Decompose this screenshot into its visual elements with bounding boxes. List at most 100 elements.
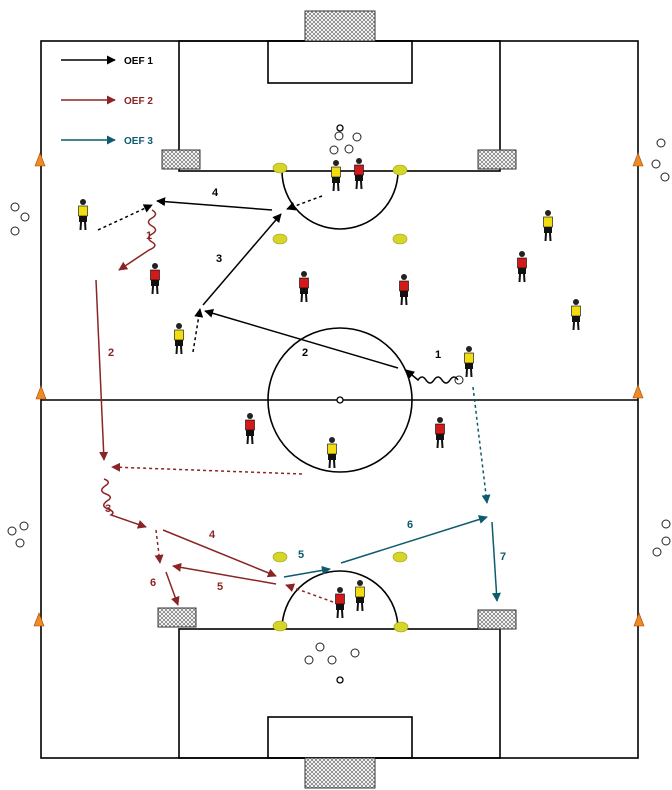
player-red	[517, 251, 527, 283]
player-red	[245, 413, 255, 445]
oef2-step-label: 1	[146, 230, 152, 242]
cone	[35, 385, 47, 400]
marker-disc	[272, 620, 288, 632]
oef2-run-6-dashed	[154, 529, 164, 564]
oef1-dribble	[405, 369, 459, 384]
player-red	[399, 274, 409, 306]
ball-icon	[656, 138, 666, 148]
ball-icon	[19, 521, 29, 531]
marker-disc	[393, 621, 409, 633]
legend-label-oef3: OEF 3	[124, 136, 153, 147]
oef1-run-top-dashed	[286, 195, 323, 211]
oef2-shot-6	[165, 571, 180, 606]
oef3-run-dashed	[472, 386, 491, 504]
ball-icon	[661, 536, 671, 546]
center-circle	[267, 327, 413, 473]
bottom-goal-area	[267, 716, 413, 759]
marker-disc	[392, 233, 408, 245]
marker-disc	[272, 551, 288, 563]
cone	[632, 152, 644, 167]
mini-goal-bottom-left	[157, 607, 197, 628]
oef3-step-label: 5	[298, 549, 304, 561]
marker-disc	[392, 551, 408, 563]
ball-icon	[661, 519, 671, 529]
player-red	[354, 158, 364, 190]
cone	[33, 612, 45, 627]
ball-icon	[7, 526, 17, 536]
ball-icon	[334, 131, 344, 141]
top-main-goal	[304, 10, 376, 42]
oef2-step-label: 2	[108, 347, 114, 359]
oef1-run-dashed	[192, 308, 204, 353]
cone	[633, 612, 645, 627]
oef1-step-label: 2	[302, 347, 308, 359]
marker-disc	[392, 164, 408, 176]
cone	[632, 384, 644, 399]
oef1-step-label: 3	[216, 253, 222, 265]
oef3-pass-6	[340, 515, 488, 564]
legend: OEF 1 OEF 2 OEF 3	[61, 55, 153, 147]
player-yellow	[174, 323, 184, 355]
oef2-step-label: 5	[217, 581, 223, 593]
ball-icon	[660, 172, 670, 182]
oef3-step-label: 6	[407, 519, 413, 531]
top-penalty-spot	[336, 124, 344, 132]
ball-icon	[20, 212, 30, 222]
oef3-movements	[283, 386, 501, 602]
oef2-step-label: 4	[209, 529, 216, 541]
oef3-shot-7	[491, 521, 501, 602]
oef2-step-label: 6	[150, 577, 156, 589]
player-red	[335, 587, 345, 619]
mini-goal-bottom-right	[477, 609, 517, 630]
oef1-step-label: 1	[435, 349, 441, 361]
ball-icon	[329, 145, 339, 155]
top-goal-area	[267, 40, 413, 84]
oef1-pass-2	[204, 308, 399, 369]
marker-disc	[272, 233, 288, 245]
player-yellow	[327, 437, 337, 469]
ball-icon	[10, 202, 20, 212]
ball-icon	[15, 538, 25, 548]
cones	[33, 152, 645, 627]
oef2-movements	[95, 209, 334, 606]
oef2-run-dashed	[111, 462, 303, 475]
player-red	[435, 417, 445, 449]
top-penalty-area	[178, 40, 501, 172]
ball-icon	[304, 655, 314, 665]
oef1-pass-4	[156, 197, 273, 211]
top-penalty-arc	[281, 170, 399, 230]
ball-icon	[651, 159, 661, 169]
oef2-pass-5	[172, 562, 277, 585]
oef1-movements	[97, 195, 459, 384]
oef1-step-label: 4	[212, 187, 219, 199]
player-yellow	[355, 580, 365, 612]
bottom-penalty-spot	[336, 676, 344, 684]
mini-goal-top-right	[477, 149, 517, 170]
players	[78, 158, 581, 619]
oef1-pass-3	[202, 213, 282, 306]
ball-icon	[652, 547, 662, 557]
ball-icon	[350, 648, 360, 658]
player-yellow	[571, 299, 581, 331]
legend-label-oef2: OEF 2	[124, 96, 153, 107]
center-spot	[336, 396, 344, 404]
player-yellow	[464, 346, 474, 378]
bottom-main-goal	[304, 757, 376, 789]
oef3-step-label: 7	[500, 551, 506, 563]
bottom-penalty-area	[178, 628, 501, 759]
ball-icon	[10, 226, 20, 236]
cone	[34, 152, 46, 167]
ball-icon	[327, 655, 337, 665]
markers	[272, 162, 409, 633]
oef1-run-left-dashed	[97, 204, 153, 231]
mini-goal-top-left	[161, 149, 201, 170]
player-red	[299, 271, 309, 303]
step-labels: 1 2 3 4 1 2 3 4 5 6 5 6 7	[105, 187, 506, 593]
player-yellow	[543, 210, 553, 242]
oef2-run-bottom-dashed	[285, 583, 334, 603]
oef2-pass-2	[95, 279, 109, 461]
oef2-step-label: 3	[105, 503, 111, 515]
player-yellow	[331, 160, 341, 192]
legend-label-oef1: OEF 1	[124, 56, 153, 67]
